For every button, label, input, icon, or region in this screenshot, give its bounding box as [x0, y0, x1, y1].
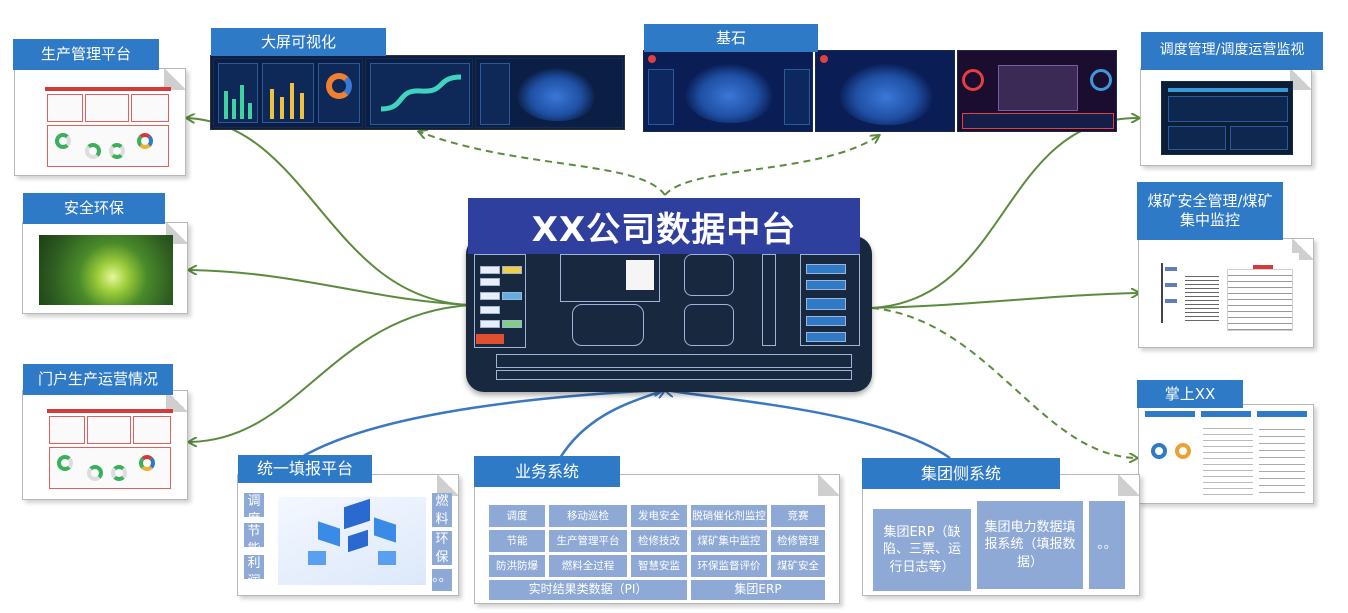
link-to-portal — [190, 304, 471, 442]
fill-cell-energy: 节能 — [244, 523, 264, 547]
link-from-fill — [299, 390, 662, 460]
bigscreen-dashboard-3 — [475, 58, 623, 128]
link-to-bigscreen — [420, 132, 666, 196]
bigscreen-dashboard-1 — [213, 58, 363, 128]
business-title: 业务系统 — [474, 456, 620, 487]
bedrock-title: 基石 — [644, 24, 818, 52]
biz-cell: 移动巡检 — [549, 505, 627, 527]
group-title: 集团侧系统 — [862, 458, 1060, 489]
bedrock-dashboard-1 — [643, 50, 813, 132]
safety-title: 安全环保 — [23, 193, 165, 224]
biz-cell: 脱硝催化剂监控 — [691, 505, 767, 527]
fill-iso-illustration — [278, 497, 426, 585]
bedrock-dashboard-3 — [957, 50, 1117, 132]
production-thumbnail — [45, 87, 171, 169]
business-card: 调度 移动巡检 发电安全 脱硝催化剂监控 竞赛 节能 生产管理平台 检修技改 煤… — [474, 474, 840, 604]
fill-cell-fuel: 燃料 — [432, 493, 452, 527]
coalmine-card — [1138, 238, 1314, 348]
production-card — [14, 68, 186, 176]
mobile-card — [1138, 404, 1314, 504]
dispatch-card — [1140, 68, 1312, 166]
portal-title: 门户生产运营情况 — [23, 364, 173, 395]
fill-platform-card: 调度 节能 利润 燃料 环保 。。 — [237, 474, 459, 596]
biz-cell: 发电安全 — [631, 505, 687, 527]
link-to-bedrock — [664, 136, 878, 196]
safety-card — [22, 222, 188, 314]
fill-cell-env: 环保 — [432, 531, 452, 565]
biz-cell: 竞赛 — [771, 505, 825, 527]
fill-cell-more: 。。 — [432, 569, 452, 591]
link-from-group — [666, 390, 951, 460]
biz-cell: 生产管理平台 — [549, 530, 627, 552]
group-more: 。。 — [1089, 501, 1125, 589]
dispatch-thumbnail — [1161, 81, 1293, 155]
link-to-dispatch — [871, 118, 1138, 309]
coalmine-thumbnail — [1157, 253, 1299, 339]
bigscreen-dashboard-2 — [365, 58, 473, 128]
biz-cell: 防洪防爆 — [489, 555, 545, 577]
biz-cell: 燃料全过程 — [549, 555, 627, 577]
coalmine-title: 煤矿安全管理/煤矿集中监控 — [1137, 182, 1283, 240]
bigscreen-title: 大屏可视化 — [211, 28, 386, 56]
biz-cell: 煤矿安全 — [771, 555, 825, 577]
mobile-thumbnail — [1145, 411, 1309, 499]
biz-cell: 智慧安监 — [631, 555, 687, 577]
production-title: 生产管理平台 — [13, 39, 159, 70]
biz-cell: 煤矿集中监控 — [691, 530, 767, 552]
biz-cell: 检修技改 — [631, 530, 687, 552]
fill-cell-dispatch: 调度 — [244, 493, 264, 517]
portal-card — [22, 390, 188, 500]
bedrock-thumbnails — [643, 50, 1118, 135]
dispatch-title: 调度管理/调度运营监视 — [1141, 32, 1323, 70]
group-power-fill: 集团电力数据填报系统（填报数据） — [977, 501, 1083, 589]
fill-platform-title: 统一填报平台 — [238, 455, 372, 483]
portal-thumbnail — [47, 409, 173, 491]
fill-cell-profit: 利润 — [244, 555, 264, 579]
mobile-title: 掌上XX — [1137, 380, 1243, 408]
safety-image — [39, 235, 173, 305]
biz-cell: 调度 — [489, 505, 545, 527]
group-erp: 集团ERP（缺陷、三票、运行日志等） — [873, 509, 971, 591]
center-title: XX公司数据中台 — [468, 198, 860, 254]
biz-group-erp: 集团ERP — [691, 580, 825, 600]
link-to-coalmine — [871, 293, 1138, 309]
biz-cell: 环保监督评价 — [691, 555, 767, 577]
bedrock-dashboard-2 — [815, 50, 955, 132]
biz-realtime-data: 实时结果类数据（PI） — [489, 580, 687, 600]
group-card: 集团ERP（缺陷、三票、运行日志等） 集团电力数据填报系统（填报数据） 。。 — [862, 474, 1140, 596]
link-to-mobile — [871, 307, 1136, 458]
link-to-production — [188, 118, 471, 306]
bigscreen-thumbnails — [210, 55, 625, 130]
biz-cell: 检修管理 — [771, 530, 825, 552]
biz-cell: 节能 — [489, 530, 545, 552]
link-to-safety — [190, 270, 471, 306]
link-from-business — [558, 390, 664, 459]
center-architecture — [466, 236, 872, 392]
